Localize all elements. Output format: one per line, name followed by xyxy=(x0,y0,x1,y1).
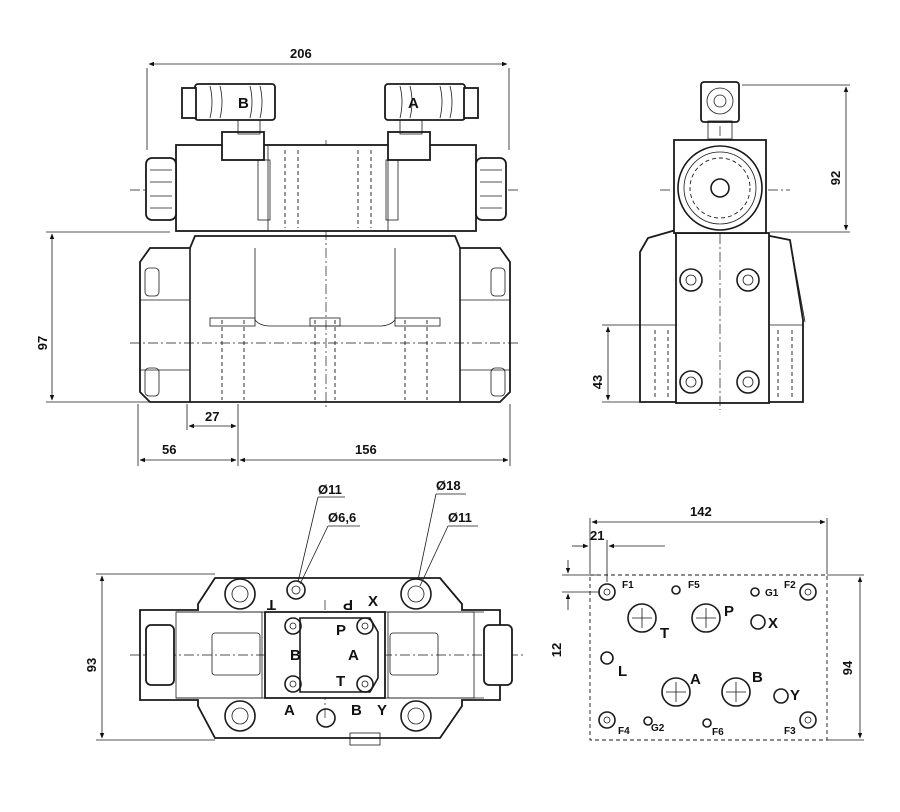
plate-port-g1: G1 xyxy=(765,588,779,599)
dim-side-height: 92 xyxy=(828,171,843,185)
mounting-plate-view: F1 F5 G1 F2 T P X L A B Y F4 G2 F6 F3 14… xyxy=(549,504,864,741)
plate-port-y: Y xyxy=(790,687,800,704)
mounting-plate-outline xyxy=(589,574,828,741)
solenoid-a-connector xyxy=(384,83,479,135)
dim-plate-offset-x: 21 xyxy=(590,528,604,543)
right-end-nut xyxy=(475,157,507,221)
solenoid-b-label: B xyxy=(238,95,249,112)
plate-port-a: A xyxy=(690,671,701,688)
dim-mount-offset: 27 xyxy=(205,409,219,424)
top-mounting-holes xyxy=(224,578,432,732)
dim-front-height: 97 xyxy=(35,336,50,350)
side-bolt-heads xyxy=(679,268,760,394)
dim-plate-width: 142 xyxy=(690,504,712,519)
top-port-p: P xyxy=(336,622,346,639)
dim-plate-offset-y: 12 xyxy=(549,643,564,657)
plate-port-f2: F2 xyxy=(784,580,796,591)
plate-holes xyxy=(598,583,817,729)
front-main-body xyxy=(139,235,511,403)
plate-port-x: X xyxy=(768,615,778,632)
plate-port-t: T xyxy=(660,625,669,642)
side-view: 92 43 xyxy=(590,81,850,410)
plate-port-g2: G2 xyxy=(651,723,665,734)
label-hole-d66: Ø6,6 xyxy=(328,510,356,525)
top-port-y: Y xyxy=(377,702,387,719)
top-port-b-lower: B xyxy=(351,702,362,719)
top-port-p-flipped: P xyxy=(343,596,353,613)
dim-left-offset: 56 xyxy=(162,442,176,457)
front-solenoid-housing xyxy=(175,144,477,232)
front-view: B A 206 97 27 56 156 xyxy=(35,46,520,466)
top-port-t-flipped: T xyxy=(267,596,276,613)
plate-port-l: L xyxy=(618,663,627,680)
plate-port-f1: F1 xyxy=(622,580,634,591)
top-port-a: A xyxy=(348,647,359,664)
solenoid-a-label: A xyxy=(408,95,419,112)
label-hole-d11-b: Ø11 xyxy=(448,510,472,525)
label-hole-d11-a: Ø11 xyxy=(318,482,342,497)
top-port-x: X xyxy=(368,593,378,610)
dim-front-width: 206 xyxy=(290,46,312,61)
dim-plate-height: 94 xyxy=(840,660,855,675)
dim-top-height: 93 xyxy=(84,658,99,672)
dim-side-base: 43 xyxy=(590,375,605,389)
dim-base-width: 156 xyxy=(355,442,377,457)
plate-port-p: P xyxy=(724,603,734,620)
plate-port-f4: F4 xyxy=(618,726,630,737)
top-port-b: B xyxy=(290,647,301,664)
top-view: T P X P B A T A B Y Ø11 Ø6,6 Ø18 Ø11 93 xyxy=(84,478,525,746)
plate-port-b: B xyxy=(752,669,763,686)
label-hole-d18: Ø18 xyxy=(436,478,461,493)
left-end-nut xyxy=(145,157,177,221)
solenoid-b-connector xyxy=(181,83,276,135)
plate-port-f6: F6 xyxy=(712,727,724,738)
top-port-t: T xyxy=(336,673,345,690)
side-solenoid-nut xyxy=(677,145,763,231)
plate-port-f5: F5 xyxy=(688,580,700,591)
top-port-a-lower: A xyxy=(284,702,295,719)
plate-port-f3: F3 xyxy=(784,726,796,737)
